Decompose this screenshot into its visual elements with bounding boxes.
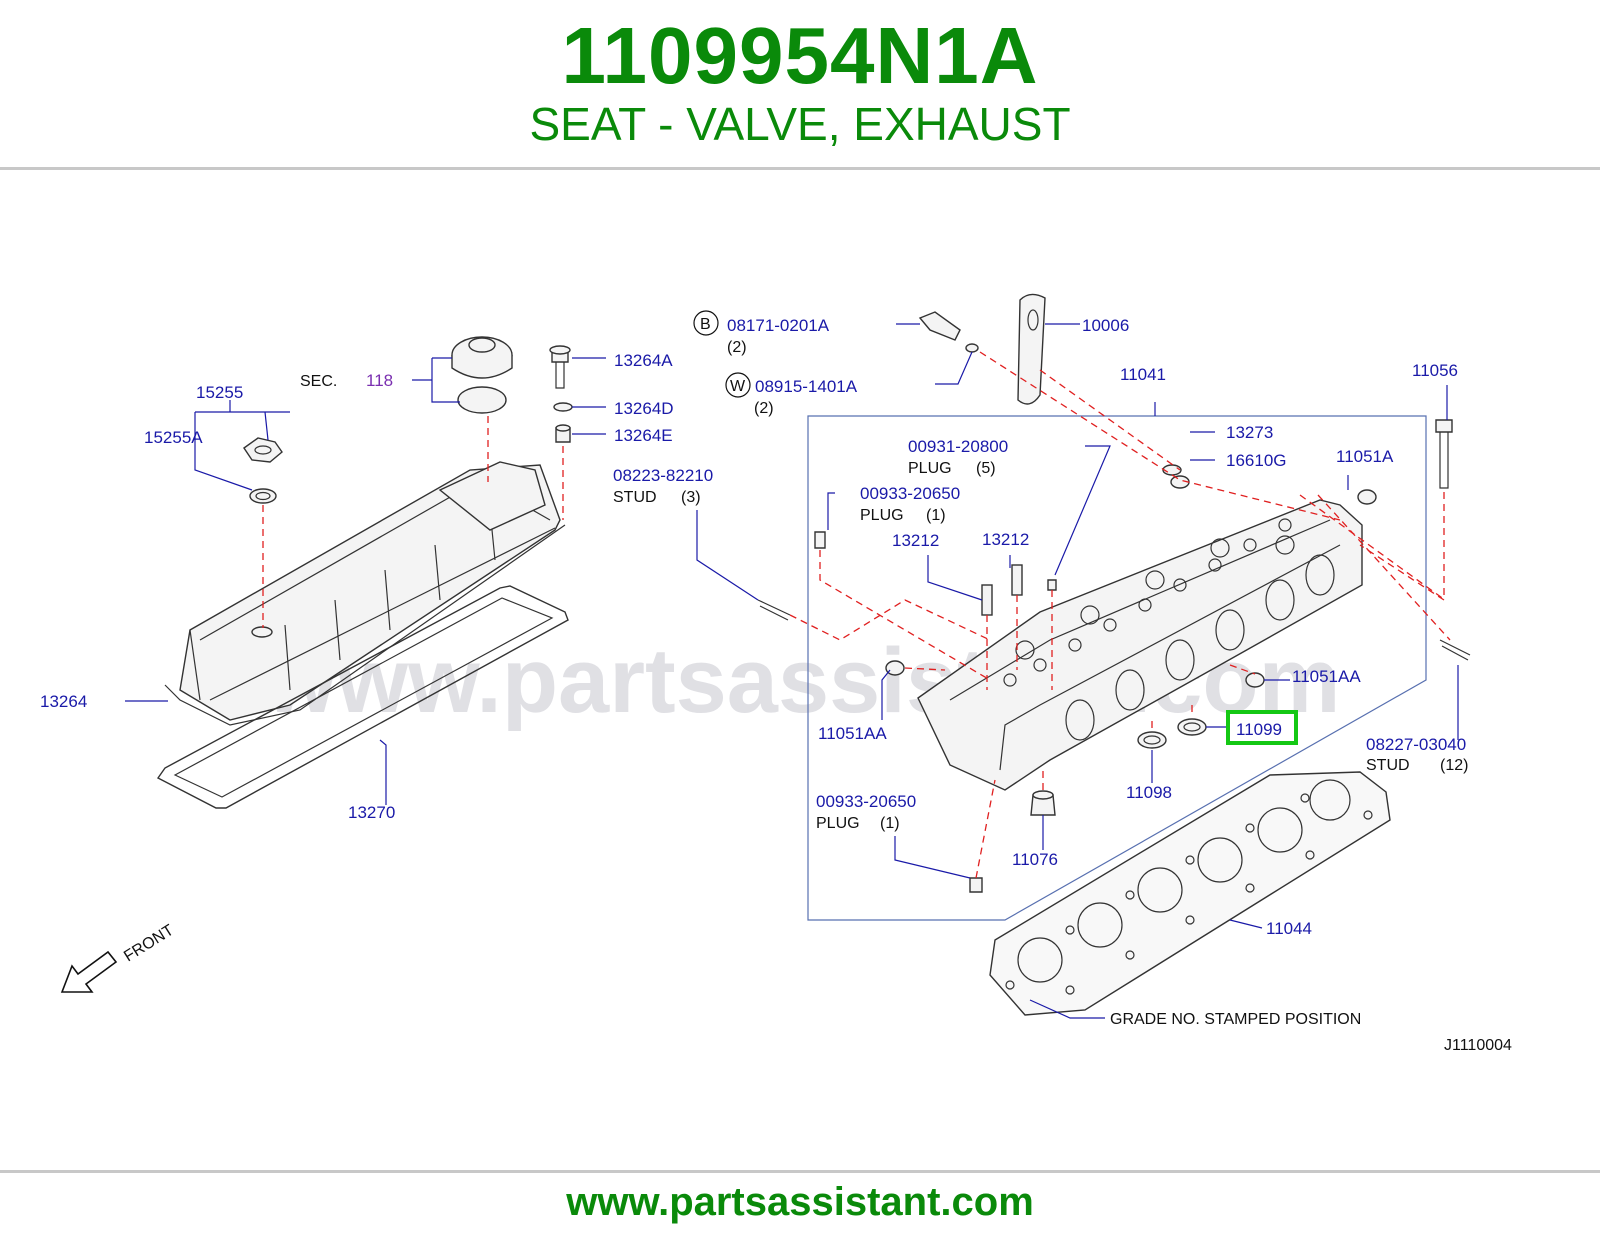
callout-13212-right[interactable]: 13212 <box>982 530 1029 549</box>
callout-00933-20650-top[interactable]: 00933-20650 <box>860 484 960 503</box>
callout-15255[interactable]: 15255 <box>196 383 243 402</box>
part-number-title: 1109954N1A <box>561 11 1039 100</box>
callout-08223-82210[interactable]: 08223-82210 <box>613 466 713 485</box>
stud-label: STUD <box>613 489 657 506</box>
callout-00931-20800[interactable]: 00931-20800 <box>908 437 1008 456</box>
callout-13264[interactable]: 13264 <box>40 692 87 711</box>
callout-13212-left[interactable]: 13212 <box>892 531 939 550</box>
footer-divider <box>0 1170 1600 1173</box>
rocker-cover-group <box>125 336 606 809</box>
front-arrow-icon <box>60 950 118 993</box>
header: 1109954N1A SEAT - VALVE, EXHAUST <box>0 0 1600 170</box>
front-label: FRONT <box>121 922 177 966</box>
callout-labels: SEC. 118 15255 15255A 13264A 13264D 1326… <box>40 310 1512 1054</box>
callout-11041[interactable]: 11041 <box>1120 365 1166 384</box>
plug1b-label: PLUG <box>816 815 860 832</box>
circle-b-marker <box>693 310 719 336</box>
plug5-qty: (5) <box>976 460 996 477</box>
grade-note: GRADE NO. STAMPED POSITION <box>1110 1011 1361 1028</box>
stud12-label: STUD <box>1366 757 1410 774</box>
callout-13264D[interactable]: 13264D <box>614 399 674 418</box>
plug1a-qty: (1) <box>926 507 946 524</box>
circle-w-marker <box>725 372 751 398</box>
stud12-qty: (12) <box>1440 757 1468 774</box>
callout-08171-0201A[interactable]: 08171-0201A <box>727 316 830 335</box>
callout-11098[interactable]: 11098 <box>1126 783 1172 802</box>
highlight-box <box>1226 710 1298 745</box>
header-divider <box>0 167 1600 170</box>
callout-13264A[interactable]: 13264A <box>614 351 673 370</box>
plug5-label: PLUG <box>908 460 952 477</box>
callout-11076[interactable]: 11076 <box>1012 850 1058 869</box>
part-description: SEAT - VALVE, EXHAUST <box>529 98 1071 150</box>
callout-13270[interactable]: 13270 <box>348 803 395 822</box>
stud-qty: (3) <box>681 489 701 506</box>
sec-ref-link[interactable]: 118 <box>366 371 393 390</box>
callout-11056[interactable]: 11056 <box>1412 361 1458 380</box>
circle-b-letter: B <box>700 316 711 333</box>
sec-label: SEC. <box>300 373 337 390</box>
diagram-code: J1110004 <box>1444 1037 1512 1054</box>
callout-11051A[interactable]: 11051A <box>1336 447 1394 466</box>
callout-16610G[interactable]: 16610G <box>1226 451 1287 470</box>
callout-11099-highlighted[interactable]: 11099 <box>1236 720 1282 739</box>
plug1a-label: PLUG <box>860 507 904 524</box>
footer-url-link[interactable]: www.partsassistant.com <box>566 1180 1034 1224</box>
callout-11044[interactable]: 11044 <box>1266 919 1312 938</box>
plug1b-qty: (1) <box>880 815 900 832</box>
callout-08915-1401A[interactable]: 08915-1401A <box>755 377 858 396</box>
callout-11051AA-left[interactable]: 11051AA <box>818 724 887 743</box>
qty-08915: (2) <box>754 400 774 417</box>
callout-15255A[interactable]: 15255A <box>144 428 203 447</box>
callout-13273[interactable]: 13273 <box>1226 423 1273 442</box>
cylinder-head-group <box>696 293 1471 1019</box>
callout-08227-03040[interactable]: 08227-03040 <box>1366 735 1466 754</box>
callout-00933-20650-bottom[interactable]: 00933-20650 <box>816 792 916 811</box>
callout-10006[interactable]: 10006 <box>1082 316 1129 335</box>
circle-w-letter: W <box>730 378 746 395</box>
qty-08171: (2) <box>727 339 747 356</box>
callout-13264E[interactable]: 13264E <box>614 426 673 445</box>
callout-11051AA-right[interactable]: 11051AA <box>1292 667 1361 686</box>
